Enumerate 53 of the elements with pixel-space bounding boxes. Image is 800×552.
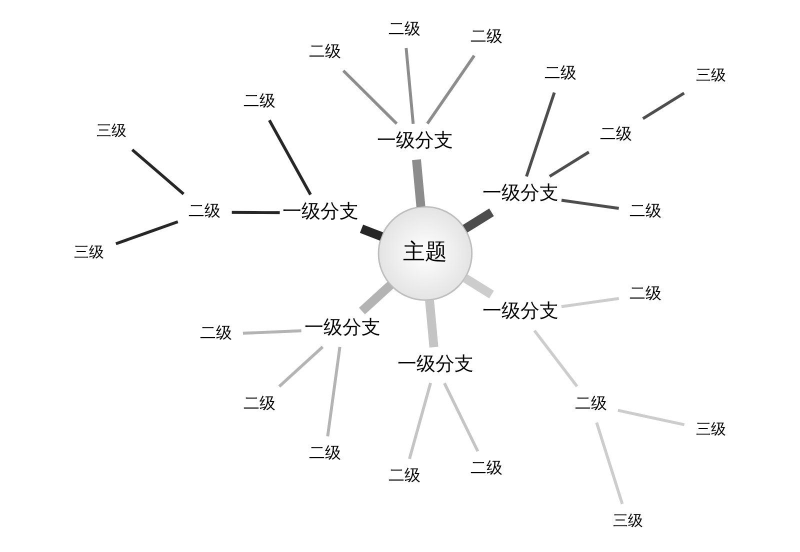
node-text: 二级 — [388, 466, 420, 485]
connector — [408, 382, 432, 460]
node-text: 二级 — [188, 200, 221, 220]
node-text: 三级 — [96, 121, 127, 140]
connector — [342, 70, 398, 125]
connector — [268, 120, 312, 196]
node-text: 二级 — [309, 442, 342, 462]
node-text: 一级分支 — [482, 182, 559, 204]
connector — [595, 422, 624, 504]
node-text: 三级 — [74, 242, 104, 261]
connector — [278, 346, 324, 388]
node-text: 一级分支 — [398, 352, 474, 375]
node-text: 二级 — [630, 283, 662, 302]
node-text: 二级 — [544, 63, 576, 82]
connector — [425, 300, 438, 348]
node-text: 三级 — [696, 420, 726, 438]
connector — [232, 210, 280, 214]
connector — [561, 198, 619, 210]
node-text: 二级 — [630, 200, 662, 220]
connector — [533, 330, 578, 388]
node-text: 二级 — [243, 393, 276, 412]
node-text: 二级 — [309, 41, 342, 60]
node-text: 二级 — [600, 124, 632, 144]
connector — [358, 282, 394, 314]
node-circle: 主题 — [378, 206, 473, 301]
connector — [242, 329, 302, 335]
node-text: 三级 — [612, 511, 643, 530]
node-text: 二级 — [243, 91, 276, 110]
node-text: 一级分支 — [304, 316, 380, 339]
node-text: 三级 — [696, 66, 726, 84]
node-text: 二级 — [574, 393, 607, 412]
connector — [426, 54, 476, 124]
connector — [326, 346, 342, 436]
node-text: 一级分支 — [282, 200, 359, 223]
node-text: 二级 — [470, 26, 503, 46]
connector — [131, 148, 185, 196]
connector — [642, 92, 685, 120]
connector — [115, 220, 178, 246]
connector — [360, 224, 384, 241]
node-text: 二级 — [470, 458, 503, 477]
connector — [412, 159, 426, 208]
connector — [561, 296, 619, 308]
connector — [618, 408, 685, 426]
node-text: 一级分支 — [376, 129, 453, 152]
node-text: 二级 — [200, 323, 232, 342]
node-text: 一级分支 — [482, 300, 559, 322]
connector — [443, 382, 480, 452]
node-text: 二级 — [388, 18, 420, 38]
connector — [462, 208, 494, 233]
connector — [525, 92, 556, 177]
connector — [404, 48, 415, 124]
connector — [548, 150, 590, 178]
connector — [462, 274, 494, 298]
